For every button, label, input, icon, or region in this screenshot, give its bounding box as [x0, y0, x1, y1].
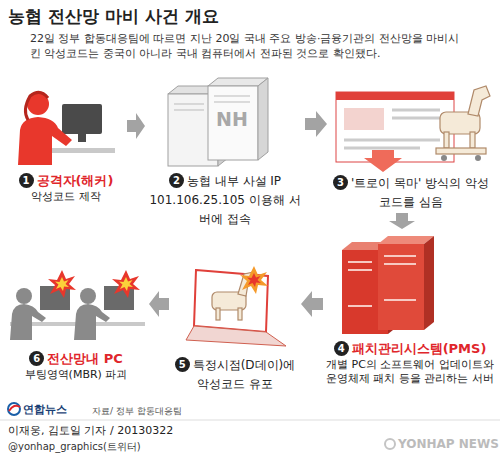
callout-number: 5	[175, 357, 190, 372]
flow-arrow	[389, 213, 415, 229]
step-box: 1공격자(해커) 악성코드 제작	[8, 82, 124, 204]
callout-number: 6	[29, 351, 44, 366]
hacker-figure	[18, 92, 115, 165]
step-heading: '트로이 목마' 방식의 악성코드를 심음	[351, 176, 489, 209]
flow-arrow	[305, 111, 327, 137]
flow-arrow	[127, 113, 145, 139]
step-heading: 전산망내 PC	[47, 351, 123, 366]
summary-text: 22일 정부 합동대응팀에 따르면 지난 20일 국내 주요 방송·금융기관의 …	[30, 31, 470, 61]
nh-server	[168, 78, 268, 166]
callout-number: 2	[169, 173, 184, 188]
browser-trojan	[336, 86, 490, 172]
pms-server	[342, 236, 434, 334]
destroyed-pcs	[10, 270, 145, 340]
diagram-title: 농협 전산망 마비 사건 개요	[8, 5, 219, 28]
flow-arrow	[301, 291, 323, 317]
step-description: 개별 PC의 소프트웨어 업데이트와 운영체제 패치 등을 관리하는 서버	[326, 358, 494, 386]
step-description: 악성코드 제작	[8, 190, 124, 204]
step-heading: 공격자(해커)	[37, 173, 114, 188]
step-box: 2농협 내부 사설 IP 101.106.25.105 이용해 서버에 접속	[148, 78, 302, 227]
callout-number: 3	[333, 175, 348, 190]
step-box: 3'트로이 목마' 방식의 악성코드를 심음	[330, 78, 492, 210]
callout-number: 4	[334, 341, 349, 356]
footer-text: @yonhap_graphics(트위터)	[8, 440, 141, 454]
footer-text: 이재웅, 김토일 기자 / 20130322	[8, 423, 173, 438]
laptop-trojan	[186, 266, 286, 346]
footer-text: YONHAP NEWS	[398, 437, 499, 451]
step-heading: 패치관리시스템(PMS)	[352, 341, 487, 356]
step-box: 4패치관리시스템(PMS) 개별 PC의 소프트웨어 업데이트와 운영체제 패치 …	[326, 232, 494, 386]
footer-text: 자료/ 정부 합동대응팀	[92, 405, 182, 418]
server-logo: NH	[216, 108, 248, 130]
step-box: 5특정시점(D데이)에 악성코드 유포	[172, 260, 298, 392]
step-description: 부팅영역(MBR) 파괴	[6, 368, 146, 382]
flow-arrow	[149, 291, 169, 317]
step-heading: 특정시점(D데이)에 악성코드 유포	[193, 358, 296, 391]
callout-number: 1	[19, 173, 34, 188]
step-box: 6전산망내 PC 부팅영역(MBR) 파괴	[6, 260, 146, 382]
footer-text: 연합뉴스	[23, 402, 67, 417]
